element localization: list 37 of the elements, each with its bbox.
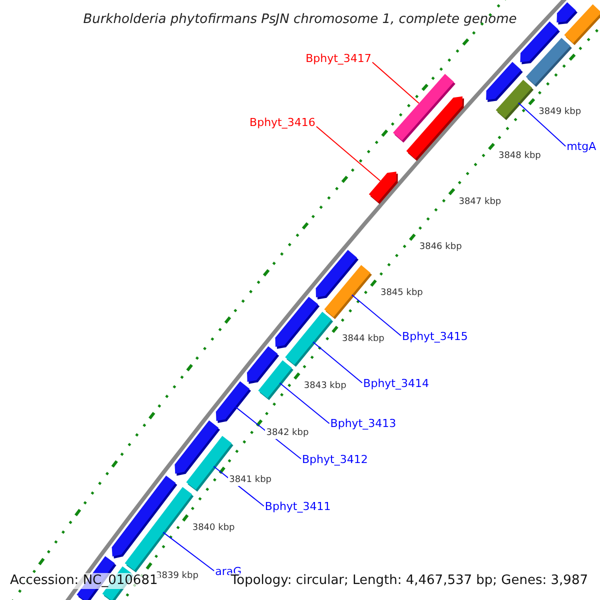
scale-label: 3844 kbp — [340, 334, 386, 346]
scale-label: 3840 kbp — [191, 522, 236, 534]
scale-label: 3848 kbp — [497, 151, 542, 162]
scale-label: 3845 kbp — [379, 288, 424, 300]
gene-feature — [285, 312, 334, 367]
gene-label: Bphyt_3417 — [306, 52, 372, 66]
gene-feature — [393, 74, 456, 143]
gene-label: Bphyt_3412 — [302, 452, 368, 466]
scale-label: 3841 kbp — [228, 475, 272, 486]
gene-label: Bphyt_3411 — [264, 500, 331, 514]
leader-line — [372, 62, 420, 104]
gene-feature — [496, 80, 534, 120]
gene-label: mtgA — [566, 140, 596, 154]
gene-feature — [556, 2, 578, 24]
leader-line — [518, 102, 566, 147]
leader-line — [316, 126, 381, 182]
scale-label: 3846 kbp — [418, 242, 463, 254]
gene-feature — [368, 172, 398, 204]
leader-line — [162, 532, 215, 572]
leader-line — [312, 342, 363, 384]
gene-label: Bphyt_3414 — [363, 376, 429, 390]
gene-feature — [526, 38, 572, 87]
gene-feature — [124, 487, 194, 572]
scale-label: 3842 kbp — [265, 428, 310, 439]
leader-line — [279, 382, 330, 424]
gene-label: Bphyt_3413 — [330, 417, 396, 430]
gene-label: Bphyt_3416 — [250, 116, 316, 130]
scale-label: 3849 kbp — [538, 106, 582, 118]
leader-line — [351, 294, 402, 336]
title: Burkholderia phytofirmans PsJN chromosome 1, complete genome — [83, 11, 517, 29]
gene-feature — [258, 360, 294, 400]
gene-feature — [564, 4, 600, 46]
scale-label: 3847 kbp — [458, 196, 502, 208]
scale-label: 3843 kbp — [302, 381, 348, 392]
gene-label: Bphyt_3415 — [402, 330, 468, 343]
gene-feature — [216, 381, 251, 423]
gene-feature — [324, 265, 372, 320]
